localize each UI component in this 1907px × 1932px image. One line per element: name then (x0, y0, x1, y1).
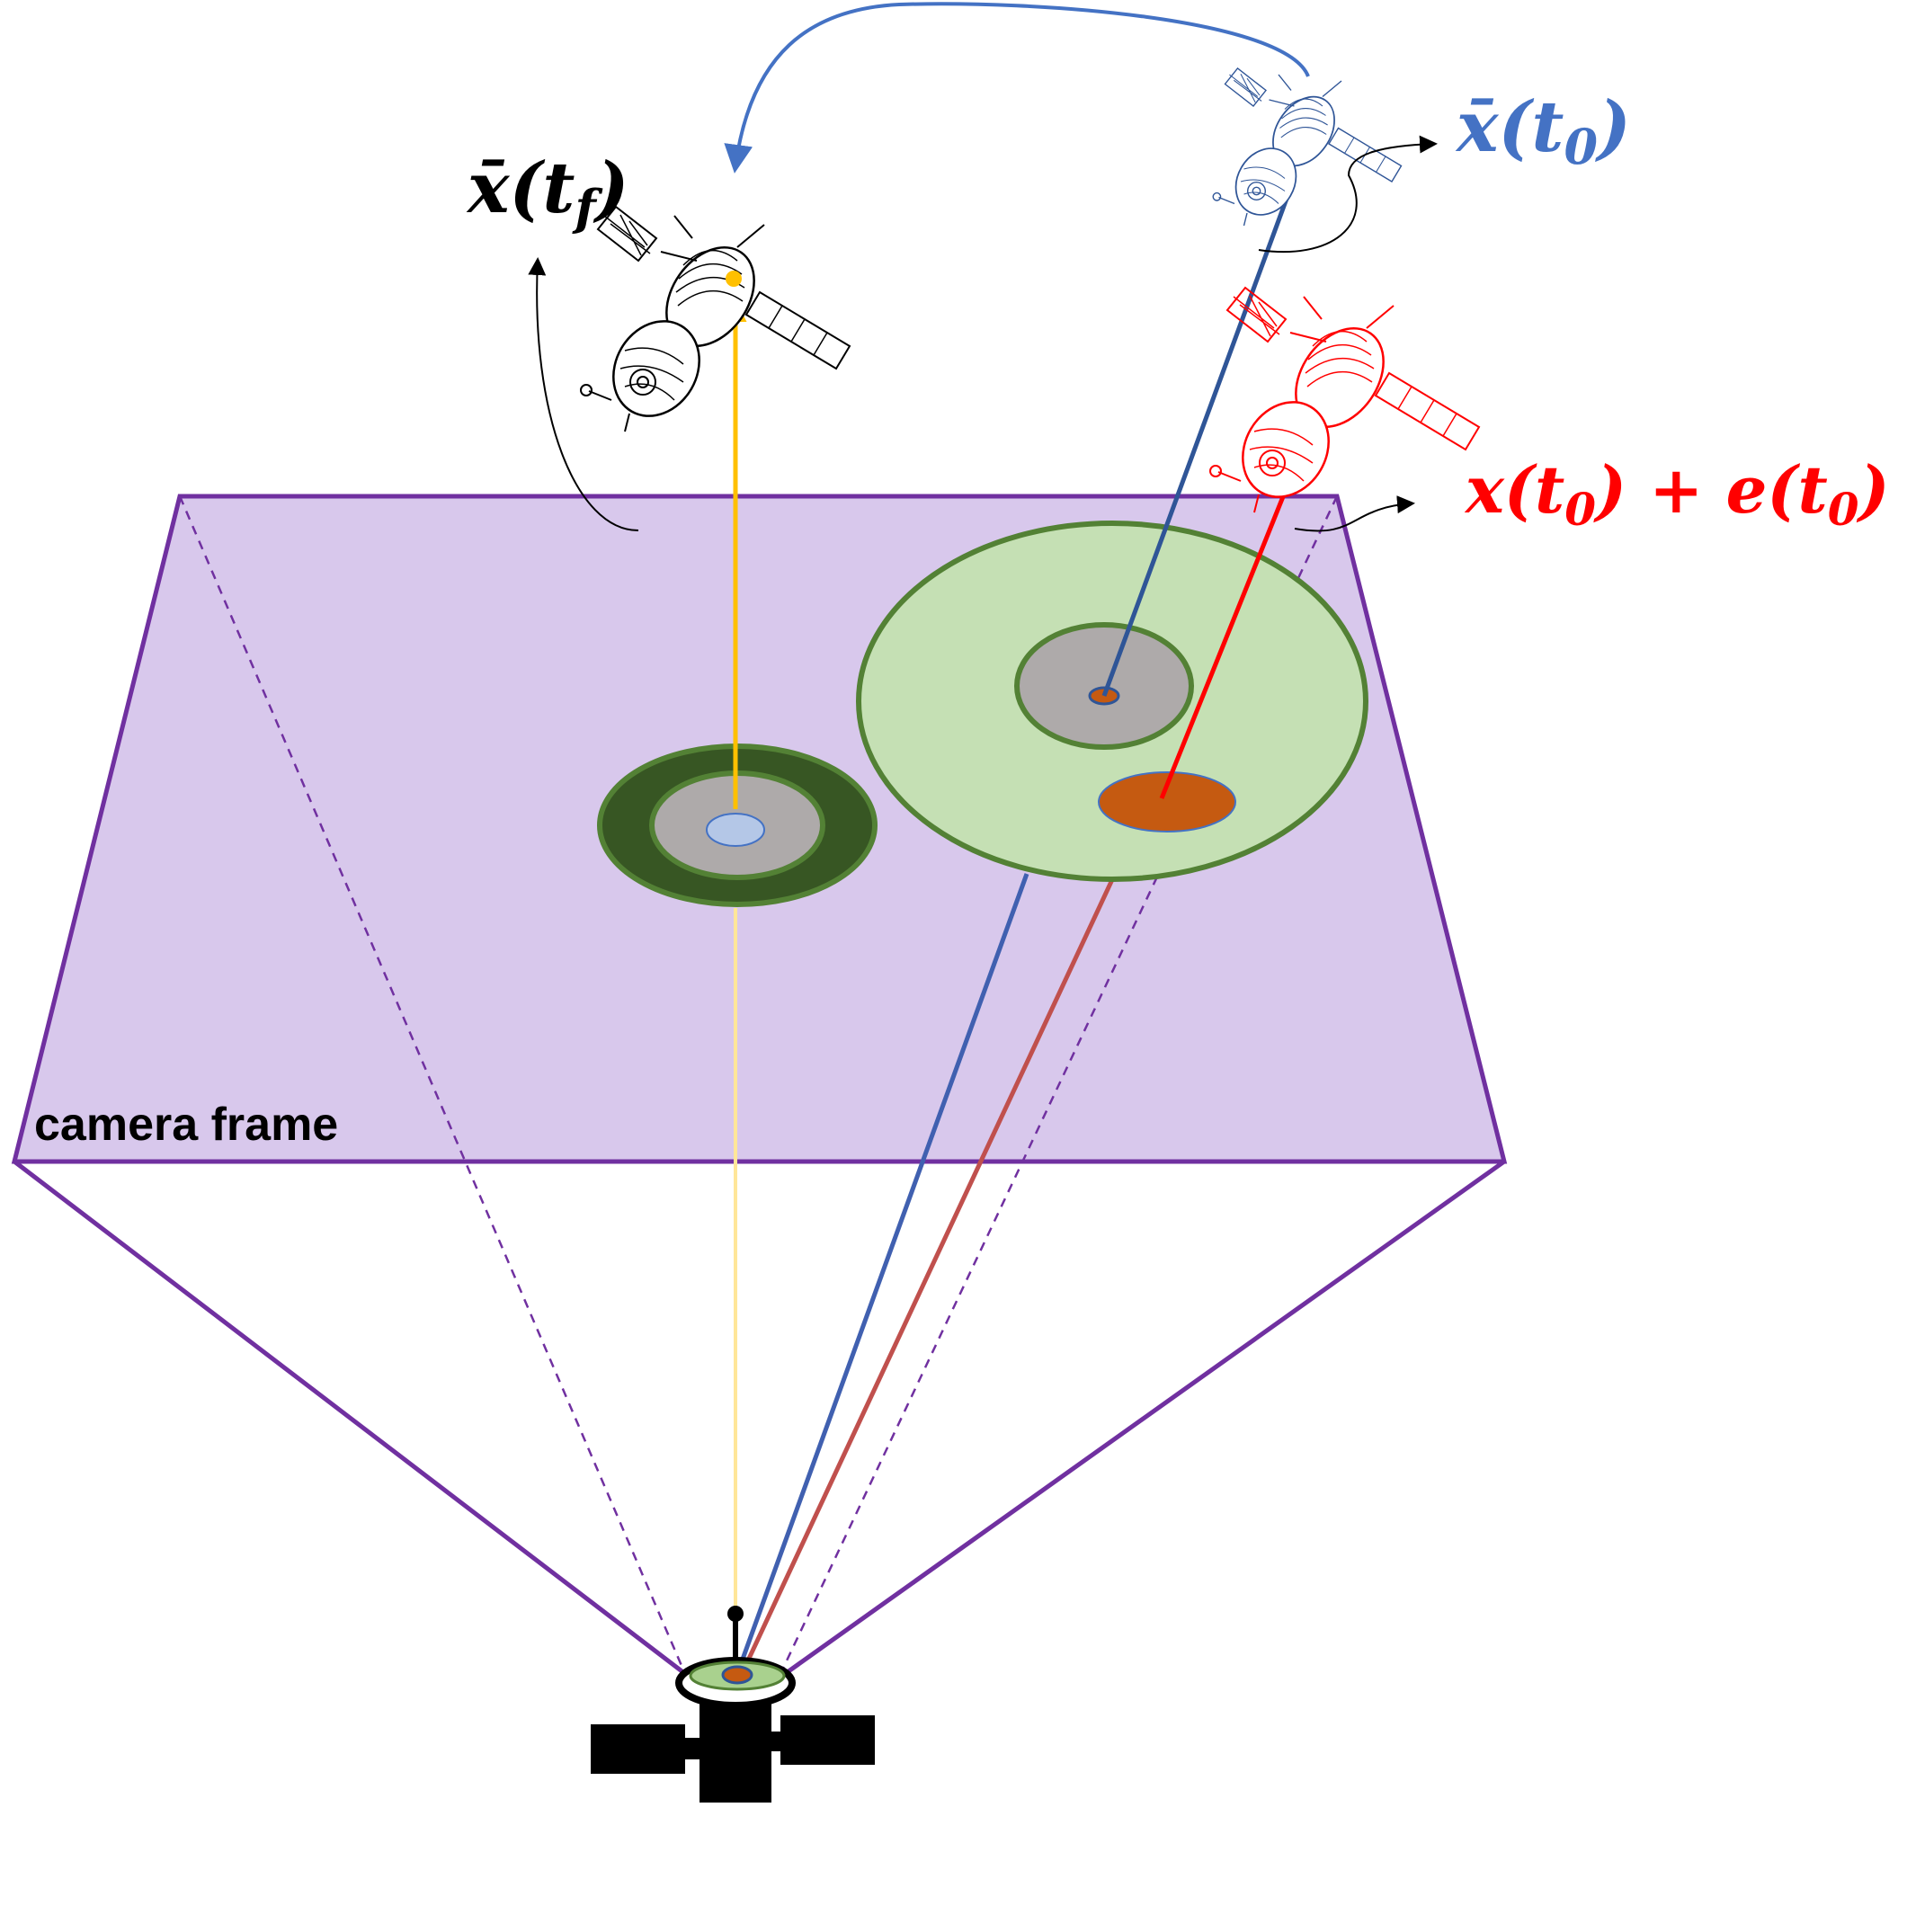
field-of-view-edges (13, 1159, 1506, 1678)
true-line-of-sight-upper (1101, 188, 1293, 697)
observer-satellite-icon (591, 1606, 875, 1803)
satellite-true-icon (1212, 67, 1403, 227)
initial-uncertainty-ellipses (856, 521, 1368, 882)
true-line-of-sight-lower (735, 873, 1029, 1675)
camera-frame-label: camera frame (34, 1099, 338, 1151)
final-target-blob (706, 813, 765, 847)
true-initial-state-label: x̄(t0) (1455, 86, 1631, 175)
satellite-final-icon (579, 205, 851, 433)
estimated-initial-state-label: x(t0) + e(t0) (1464, 451, 1890, 536)
final-position-dot (726, 271, 742, 287)
propagation-arrow (724, 2, 1310, 174)
final-state-label: x̄(tf) (466, 147, 629, 236)
label-leader-true (1258, 135, 1438, 254)
satellite-estimate-icon (1208, 286, 1481, 514)
label-leader-final (528, 257, 639, 531)
label-leader-estimate (1294, 495, 1415, 532)
estimate-target-blob (1098, 771, 1236, 832)
estimate-line-of-sight-lower (739, 872, 1118, 1676)
